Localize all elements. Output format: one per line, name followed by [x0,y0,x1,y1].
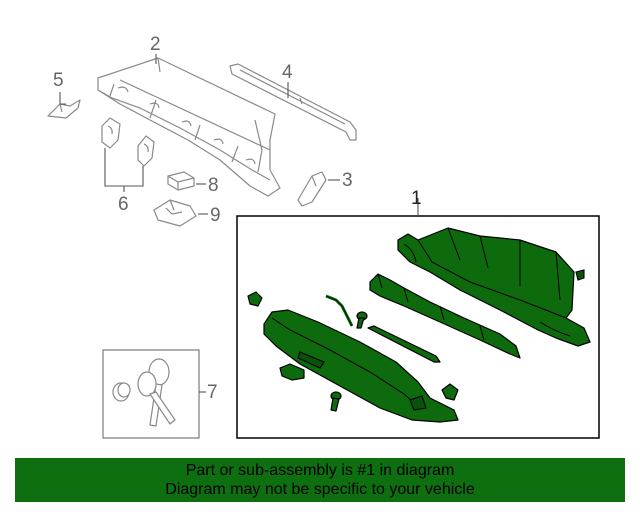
lock-cylinder [112,382,131,402]
callout-5: 5 [53,70,64,91]
lock-and-keys-box [102,349,200,439]
mount-bracket [297,171,327,207]
callout-8: 8 [208,175,219,196]
glove-box-bin [397,227,591,347]
glove-box-housing [97,57,281,197]
key-pair [137,358,176,427]
glove-box-assembly-group [236,215,600,439]
glove-box-inner-frame [369,273,521,359]
glove-box-door [263,309,459,423]
clip-upper-left [247,291,263,307]
callout-3: 3 [342,170,353,191]
callout-1: 1 [411,188,422,209]
banner-line-part-note: Part or sub-assembly is #1 in diagram [185,462,455,479]
screw-upper [356,311,368,329]
callout-4: 4 [282,62,293,83]
small-block-part [167,171,195,191]
support-rail [229,63,357,141]
banner-line-disclaimer: Diagram may not be specific to your vehi… [165,481,475,498]
clip-right [441,383,459,401]
info-banner: Part or sub-assembly is #1 in diagram Di… [15,458,625,502]
callout-2: 2 [150,34,161,55]
leader-lines [59,54,419,393]
screw-lower [330,391,342,412]
latch-handle [279,363,305,381]
bracket-left [101,117,121,149]
callout-9: 9 [210,205,221,226]
callout-6: 6 [118,194,129,215]
clip-part [47,99,81,119]
damper-strut [367,325,441,363]
latch-cable [325,294,354,327]
callout-7: 7 [207,382,218,403]
bracket-right [137,135,155,167]
latch-bracket [153,199,197,227]
